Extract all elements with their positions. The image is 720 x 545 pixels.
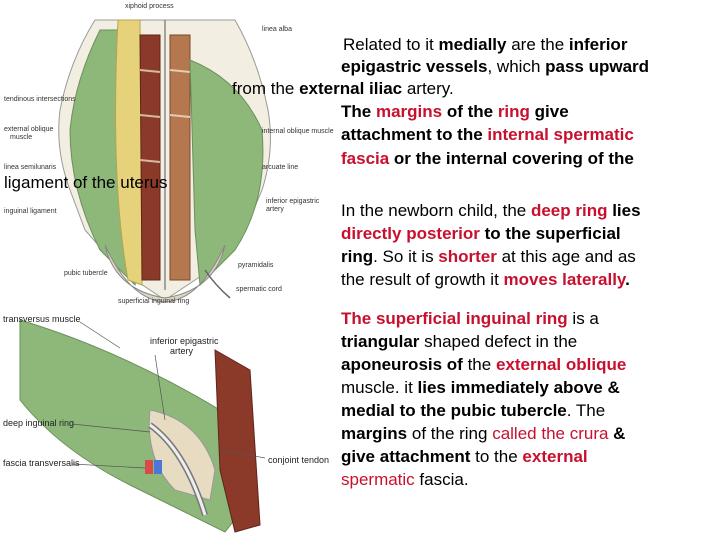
p4-triangular: triangular [341,332,420,351]
p4-text: of the ring [407,424,493,443]
p1-inferior: inferior [568,35,628,54]
p1-pass-upward: pass upward [545,57,650,76]
p3-text: to the superficial [479,224,621,243]
p4-crura: called the crura [492,424,609,443]
label-xiphoid: xiphoid process [125,3,174,10]
p1-line1: Related to it medially are the inferior [343,34,627,56]
p1-text: , which [487,57,546,76]
p4-external: external [522,447,588,466]
label-arcuate-line: arcuate line [262,164,299,171]
p2-ligament-of-uterus: ligament of the uterus [4,173,168,192]
p4-text: & [608,424,626,443]
label-inferior-epigastric-artery: artery [170,346,194,356]
label-deep-inguinal-ring: deep inguinal ring [3,418,75,428]
p4-text: fascia. [414,470,469,489]
p1-line2: epigastric vessels, which pass upward [341,56,649,78]
p4-line2: triangular shaped defect in the [341,331,577,353]
p4-text: . The [566,401,606,420]
p4-lies-above: lies immediately above & [417,378,620,397]
p2-line1: The margins of the ring give [341,101,569,123]
p4-margins: margins [341,424,408,443]
label-inferior-epigastric-artery: artery [266,206,284,213]
p2-text: The [341,102,376,121]
label-inferior-epigastric: inferior epigastric [266,198,320,205]
p4-line7: give attachment to the external [341,446,588,468]
p2-margins: margins [375,102,443,121]
label-tendinous-intersections: tendinous intersections [4,96,76,103]
label-superficial-ring: superficial inguinal ring [118,298,190,305]
p4-medial-pubic: medial to the pubic tubercle [341,401,567,420]
p4-line5: medial to the pubic tubercle. The [341,400,605,422]
p3-line2: directly posterior to the superficial [341,223,621,245]
label-external-oblique-muscle: muscle [10,134,33,141]
p1-medially: medially [438,35,507,54]
p2-text: of the [442,102,498,121]
p4-text: muscle. it [341,378,418,397]
inguinal-canal-drawing [19,319,266,533]
abdominal-wall-drawing [58,19,271,303]
p2-internal-spermatic: internal spermatic [487,125,634,144]
label-transversus-muscle: transversus muscle [3,314,81,324]
p3-lies: lies [607,201,641,220]
label-spermatic-cord: spermatic cord [236,286,282,293]
p2-attachment: attachment [341,125,432,144]
p3-text: In the newborn child, the [341,201,531,220]
p4-line6: margins of the ring called the crura & [341,423,625,445]
p1-text: from the [232,79,300,98]
inguinal-canal-figure: transversus muscle inferior epigastric a… [0,300,335,540]
p3-ring: ring [341,247,374,266]
p1-text: Related to it [343,35,439,54]
label-internal-oblique: internal oblique muscle [262,128,334,135]
p1-text: are the [506,35,569,54]
p3-line4: the result of growth it moves laterally. [341,269,630,291]
p3-text: the result of growth it [341,270,504,289]
p4-spermatic: spermatic [341,470,415,489]
p1-epigastric-vessels: epigastric vessels [341,57,488,76]
p1-external-iliac: external iliac [299,79,403,98]
p3-moves-laterally: moves laterally [503,270,626,289]
label-inguinal-ligament: inguinal ligament [4,208,57,215]
p2-line3: fascia or the internal covering of the [341,148,634,170]
p2-line4: ligament of the uterus [4,172,167,194]
p2-ring: ring [497,102,530,121]
label-pubic-tubercle: pubic tubercle [64,270,108,277]
label-linea-semilunaris: linea semilunaris [4,164,57,171]
abdominal-wall-figure: xiphoid process linea alba tendinous int… [0,0,334,305]
p2-text: give [529,102,569,121]
p4-text: the [462,355,496,374]
p4-superficial-ring: The superficial inguinal ring [341,309,568,328]
p4-line1: The superficial inguinal ring is a [341,308,599,330]
p3-text: . So it is [373,247,439,266]
label-external-oblique: external oblique [4,126,54,133]
p4-aponeurosis: aponeurosis of [341,355,463,374]
p2-line2: attachment to the internal spermatic [341,124,634,146]
p2-text: or the internal covering of the [389,149,634,168]
label-linea-alba: linea alba [262,26,292,33]
p4-line4: muscle. it lies immediately above & [341,377,620,399]
p3-line1: In the newborn child, the deep ring lies [341,200,641,222]
p3-text: at this age and as [496,247,636,266]
label-fascia-transversalis: fascia transversalis [3,458,80,468]
p4-text: is a [567,309,599,328]
p3-deep-ring: deep ring [530,201,608,220]
p4-text: shaped defect in the [419,332,578,351]
p4-text: to the [470,447,523,466]
p3-shorter: shorter [438,247,497,266]
p4-line3: aponeurosis of the external oblique [341,354,626,376]
label-pyramidalis: pyramidalis [238,262,274,269]
p2-text: to the [431,125,488,144]
label-inferior-epigastric: inferior epigastric [150,336,219,346]
p4-external-oblique: external oblique [495,355,627,374]
p3-text: . [625,270,630,289]
p2-fascia: fascia [341,149,390,168]
p3-line3: ring. So it is shorter at this age and a… [341,246,636,268]
p4-line8: spermatic fascia. [341,469,469,491]
label-conjoint-tendon: conjoint tendon [268,455,330,465]
p1-text: artery. [402,79,454,98]
p3-directly-posterior: directly posterior [341,224,480,243]
p1-line3: from the external iliac artery. [232,78,454,100]
p4-give-attachment: give attachment [341,447,471,466]
